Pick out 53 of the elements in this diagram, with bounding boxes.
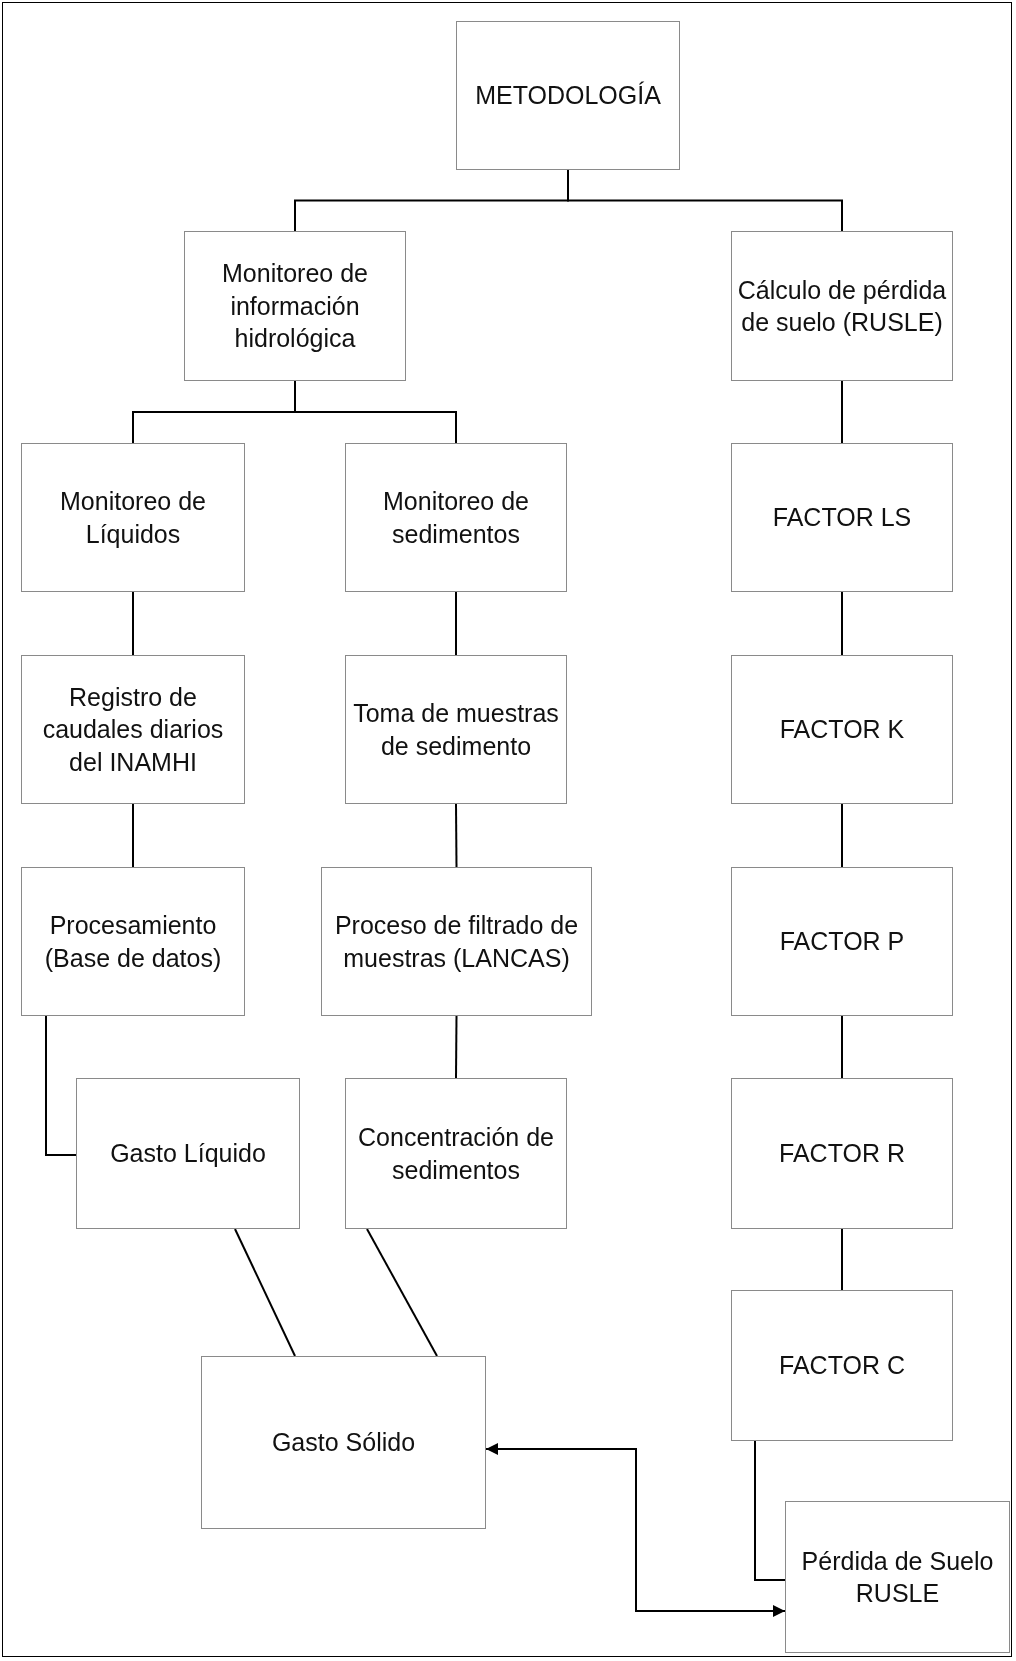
connector-line	[132, 591, 134, 656]
process-box	[345, 1078, 567, 1229]
box-text: FACTOR R	[779, 1138, 905, 1170]
process-box	[21, 443, 245, 592]
process-box	[345, 655, 567, 804]
box-text: Monitoreo de Líquidos	[59, 486, 207, 550]
connector-line	[132, 803, 134, 868]
process-box	[76, 1078, 300, 1229]
connector-line	[841, 803, 843, 868]
connector-line	[455, 803, 458, 868]
process-box	[785, 1501, 1010, 1653]
process-box	[21, 655, 245, 804]
box-text: FACTOR LS	[772, 502, 912, 534]
box-text: METODOLOGÍA	[475, 80, 661, 112]
process-box	[201, 1356, 486, 1529]
connector-line	[841, 380, 843, 444]
box-text: Monitoreo de información hidrológica	[221, 258, 369, 355]
box-text: Gasto Líquido	[110, 1138, 266, 1170]
box-text: Gasto Sólido	[271, 1427, 416, 1459]
box-text: Proceso de filtrado de muestras (LANCAS)	[333, 910, 580, 974]
connector-line	[567, 169, 843, 232]
connector-line	[841, 1015, 843, 1079]
box-text: Toma de muestras de sedimento	[352, 698, 560, 762]
connector-line	[294, 380, 457, 444]
process-box	[731, 867, 953, 1016]
box-text: Registro de caudales diarios del INAMHI	[41, 681, 225, 778]
process-box	[731, 1078, 953, 1229]
connector-line	[754, 1440, 786, 1581]
process-box	[731, 655, 953, 804]
connector-line	[455, 591, 457, 656]
process-box	[731, 1290, 953, 1441]
box-text: Procesamiento (Base de datos)	[43, 910, 223, 974]
process-box	[456, 21, 680, 170]
connector-line	[366, 1228, 438, 1357]
box-text: FACTOR K	[779, 714, 905, 746]
process-box	[731, 443, 953, 592]
connector-line	[234, 1228, 296, 1357]
process-box	[321, 867, 592, 1016]
connector-line	[455, 1015, 458, 1079]
box-text: Pérdida de Suelo RUSLE	[800, 1545, 995, 1609]
connector-line	[45, 1015, 77, 1156]
process-box	[731, 231, 953, 381]
connector-line	[841, 1228, 843, 1291]
box-text: FACTOR P	[779, 926, 905, 958]
arrow	[485, 1443, 786, 1617]
box-text: Concentración de sedimentos	[357, 1122, 555, 1186]
process-box	[21, 867, 245, 1016]
connector-line	[841, 591, 843, 656]
box-text: FACTOR C	[779, 1350, 905, 1382]
box-text: Cálculo de pérdida de suelo (RUSLE)	[736, 274, 948, 338]
process-box	[345, 443, 567, 592]
process-box	[184, 231, 406, 381]
box-text: Monitoreo de sedimentos	[382, 486, 530, 550]
